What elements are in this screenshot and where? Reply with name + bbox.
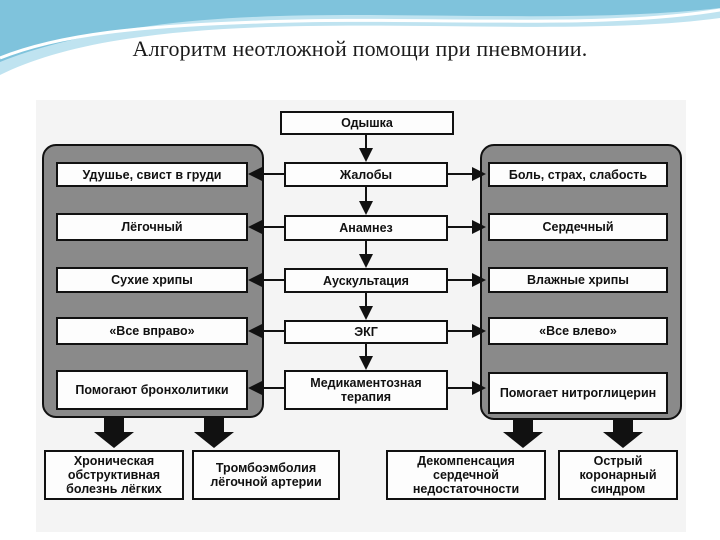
left-box-bronchodilators: Помогают бронхолитики	[56, 370, 248, 410]
right-box-wet-rales: Влажные хрипы	[488, 267, 668, 293]
header-wave-decoration	[0, 0, 720, 75]
left-box-choking: Удушье, свист в груди	[56, 162, 248, 187]
center-box-complaints: Жалобы	[284, 162, 448, 187]
left-box-right-shift: «Все вправо»	[56, 317, 248, 345]
page-title: Алгоритм неотложной помощи при пневмонии…	[132, 36, 588, 61]
arrow-to-pe	[194, 416, 234, 448]
outcome-heart-failure: Декомпенсация сердечной недостаточности	[386, 450, 546, 500]
center-box-anamnesis: Анамнез	[284, 215, 448, 241]
center-box-dyspnea: Одышка	[280, 111, 454, 135]
arrow-to-acs	[603, 418, 643, 448]
right-box-left-shift: «Все влево»	[488, 317, 668, 345]
outcome-pulmonary-embolism: Тромбоэмболия лёгочной артерии	[192, 450, 340, 500]
outcome-acute-coronary-syndrome: Острый коронарный синдром	[558, 450, 678, 500]
right-box-nitroglycerin: Помогает нитроглицерин	[488, 372, 668, 414]
center-box-auscultation: Аускультация	[284, 268, 448, 293]
center-box-ecg: ЭКГ	[284, 320, 448, 344]
center-box-drug-therapy: Медикаментозная терапия	[284, 370, 448, 410]
arrow-to-copd	[94, 416, 134, 448]
right-box-cardiac: Сердечный	[488, 213, 668, 241]
left-box-dry-rales: Сухие хрипы	[56, 267, 248, 293]
right-box-pain-fear: Боль, страх, слабость	[488, 162, 668, 187]
left-box-pulmonary: Лёгочный	[56, 213, 248, 241]
outcome-copd: Хроническая обструктивная болезнь лёгких	[44, 450, 184, 500]
arrow-to-hf	[503, 418, 543, 448]
